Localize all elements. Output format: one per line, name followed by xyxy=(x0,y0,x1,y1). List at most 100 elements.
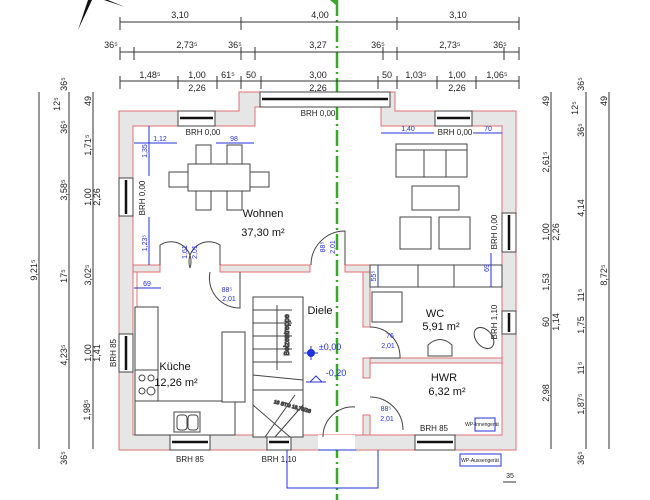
room-name: HWR xyxy=(431,372,457,384)
heat-pump-indoor: WP-Innengerät xyxy=(465,417,499,432)
window-label: BRH 0,00 xyxy=(301,109,336,118)
dim-label: 36⁵ xyxy=(493,40,507,50)
kitchen-counters xyxy=(134,306,246,436)
door-label: 2,01 xyxy=(222,296,236,303)
dim-label: 1,35 xyxy=(142,144,149,158)
level-markers: ±0,00 -0,20 xyxy=(304,342,347,383)
equipment-label: WP-Innengerät xyxy=(465,422,499,428)
dining-table xyxy=(168,144,270,211)
dim-label: 2,26 xyxy=(92,188,102,206)
window-label: BRH 0,00 xyxy=(490,214,499,249)
right-dimension-chain xyxy=(550,92,610,449)
dim-label: 2,61⁵ xyxy=(541,151,551,173)
dim-label: 36⁵ xyxy=(228,40,242,50)
dim-label: 1,00 xyxy=(83,344,93,362)
window-label: BRH 0,00 xyxy=(138,180,147,215)
dim-label: 8,72⁵ xyxy=(599,264,609,286)
dim-label: 1,00 xyxy=(448,70,466,80)
offset-dimension: 35 xyxy=(503,473,516,483)
room-name: Küche xyxy=(159,361,190,373)
dim-label: 35 xyxy=(506,473,514,480)
door-labels: 1,61 2,01 88⁵ 2,01 88⁵ 2,01 76 2,01 88⁵ … xyxy=(182,240,395,423)
dim-label: 49 xyxy=(541,96,551,106)
dim-label: 2,73⁵ xyxy=(439,40,461,50)
dim-label: 1,00 xyxy=(83,188,93,206)
dim-label: 36⁵ xyxy=(59,120,69,134)
dim-label: 2,73⁵ xyxy=(176,40,198,50)
dim-label: 1,00 xyxy=(541,223,551,241)
dim-label: 36⁵ xyxy=(59,77,69,91)
dim-label: 11⁵ xyxy=(576,361,586,374)
dim-label: 1,03⁵ xyxy=(405,70,427,80)
dim-label: 4,23⁵ xyxy=(59,344,69,366)
blue-dimension-labels: 1,12 1,35 98 1,23⁵ 1,40 70 69 55⁵ 69 xyxy=(142,126,492,288)
room-labels: Wohnen 37,30 m² Küche 12,26 m² Diele WC … xyxy=(154,208,466,398)
door-label: 2,01 xyxy=(192,245,199,259)
sofa xyxy=(395,143,471,250)
doors xyxy=(159,230,404,438)
wc-fixtures xyxy=(371,291,495,357)
dim-label: 60 xyxy=(541,317,551,327)
right-dimension-labels: 49 2,61⁵ 1,00 2,26 1,53 60 1,14 2,98 36⁵… xyxy=(541,77,609,465)
window-labels: BRH 0,00 BRH 0,00 BRH 0,00 BRH 0,00 BRH … xyxy=(109,109,499,464)
window-label: BRH 1,10 xyxy=(490,304,499,339)
sideboard xyxy=(369,264,503,288)
dim-label: 36⁵ xyxy=(371,40,385,50)
left-dimension-labels: 9,21⁵ 36⁵ 12⁵ 36⁵ 3,58⁵ 17⁵ 4,23⁵ 1,98⁵ … xyxy=(29,77,102,465)
dim-label: 17⁵ xyxy=(59,269,69,283)
window-label: BRH 0,00 xyxy=(438,128,473,137)
dim-label: 3,58⁵ xyxy=(59,179,69,201)
room-area: 37,30 m² xyxy=(241,227,285,239)
level-triangle-icon xyxy=(306,375,326,383)
dim-label: 1,87⁵ xyxy=(576,393,586,415)
dim-label: 70 xyxy=(484,126,492,133)
dim-label: 2,26 xyxy=(448,83,466,93)
door-label: 1,61 xyxy=(182,245,189,259)
door-label: 88⁵ xyxy=(222,287,233,294)
dim-label: 3,00 xyxy=(309,70,327,80)
top-dimension-chain xyxy=(119,17,520,89)
room-name: Wohnen xyxy=(243,208,284,220)
door-label: 76 xyxy=(386,333,394,340)
dim-label: 4,14 xyxy=(576,199,586,217)
door-label: 88⁵ xyxy=(381,406,392,413)
dim-label: 2,26 xyxy=(551,223,561,241)
dim-label: 50 xyxy=(382,70,392,80)
window-label: BRH 1,10 xyxy=(262,455,297,464)
dim-label: 2,26 xyxy=(188,83,206,93)
room-area: 5,91 m² xyxy=(422,321,460,333)
dim-label: 1,71⁵ xyxy=(83,134,93,156)
window-label: BRH 85 xyxy=(176,455,205,464)
window-label: BRH 85 xyxy=(109,338,118,367)
blue-dimension-lines xyxy=(134,126,502,489)
dim-label: 1,00 xyxy=(188,70,206,80)
dim-label: 4,00 xyxy=(311,10,329,20)
dim-label: 36⁵ xyxy=(576,123,586,137)
dim-label: 55⁵ xyxy=(371,271,378,282)
room-name: WC xyxy=(426,308,444,320)
dim-label: 3,10 xyxy=(449,10,467,20)
entry-level: -0,20 xyxy=(326,368,347,378)
room-area: 6,32 m² xyxy=(428,386,466,398)
equipment-label: WP-Aussengerät xyxy=(461,458,499,464)
dim-label: 1,14 xyxy=(551,313,561,331)
dim-label: 36⁵ xyxy=(104,40,118,50)
door-label: 2,01 xyxy=(330,240,337,254)
dim-label: 2,26 xyxy=(309,83,327,93)
left-dimension-chain xyxy=(38,92,94,449)
room-name: Diele xyxy=(307,305,332,317)
dim-label: 1,75 xyxy=(576,316,586,334)
room-area: 12,26 m² xyxy=(154,377,198,389)
dim-label: 9,21⁵ xyxy=(29,259,39,281)
staircase: Bolzentreppe 16 STG 18,75/26 xyxy=(252,296,312,438)
dim-label: 1,23⁵ xyxy=(142,235,149,252)
dim-label: 3,10 xyxy=(171,10,189,20)
windows xyxy=(118,91,517,451)
dim-label: 11⁵ xyxy=(576,288,586,301)
dim-label: 36⁵ xyxy=(576,451,586,465)
dim-label: 1,41 xyxy=(92,344,102,362)
dim-label: 49 xyxy=(599,96,609,106)
dim-label: 36⁵ xyxy=(59,451,69,465)
dim-label: 69 xyxy=(143,281,151,288)
